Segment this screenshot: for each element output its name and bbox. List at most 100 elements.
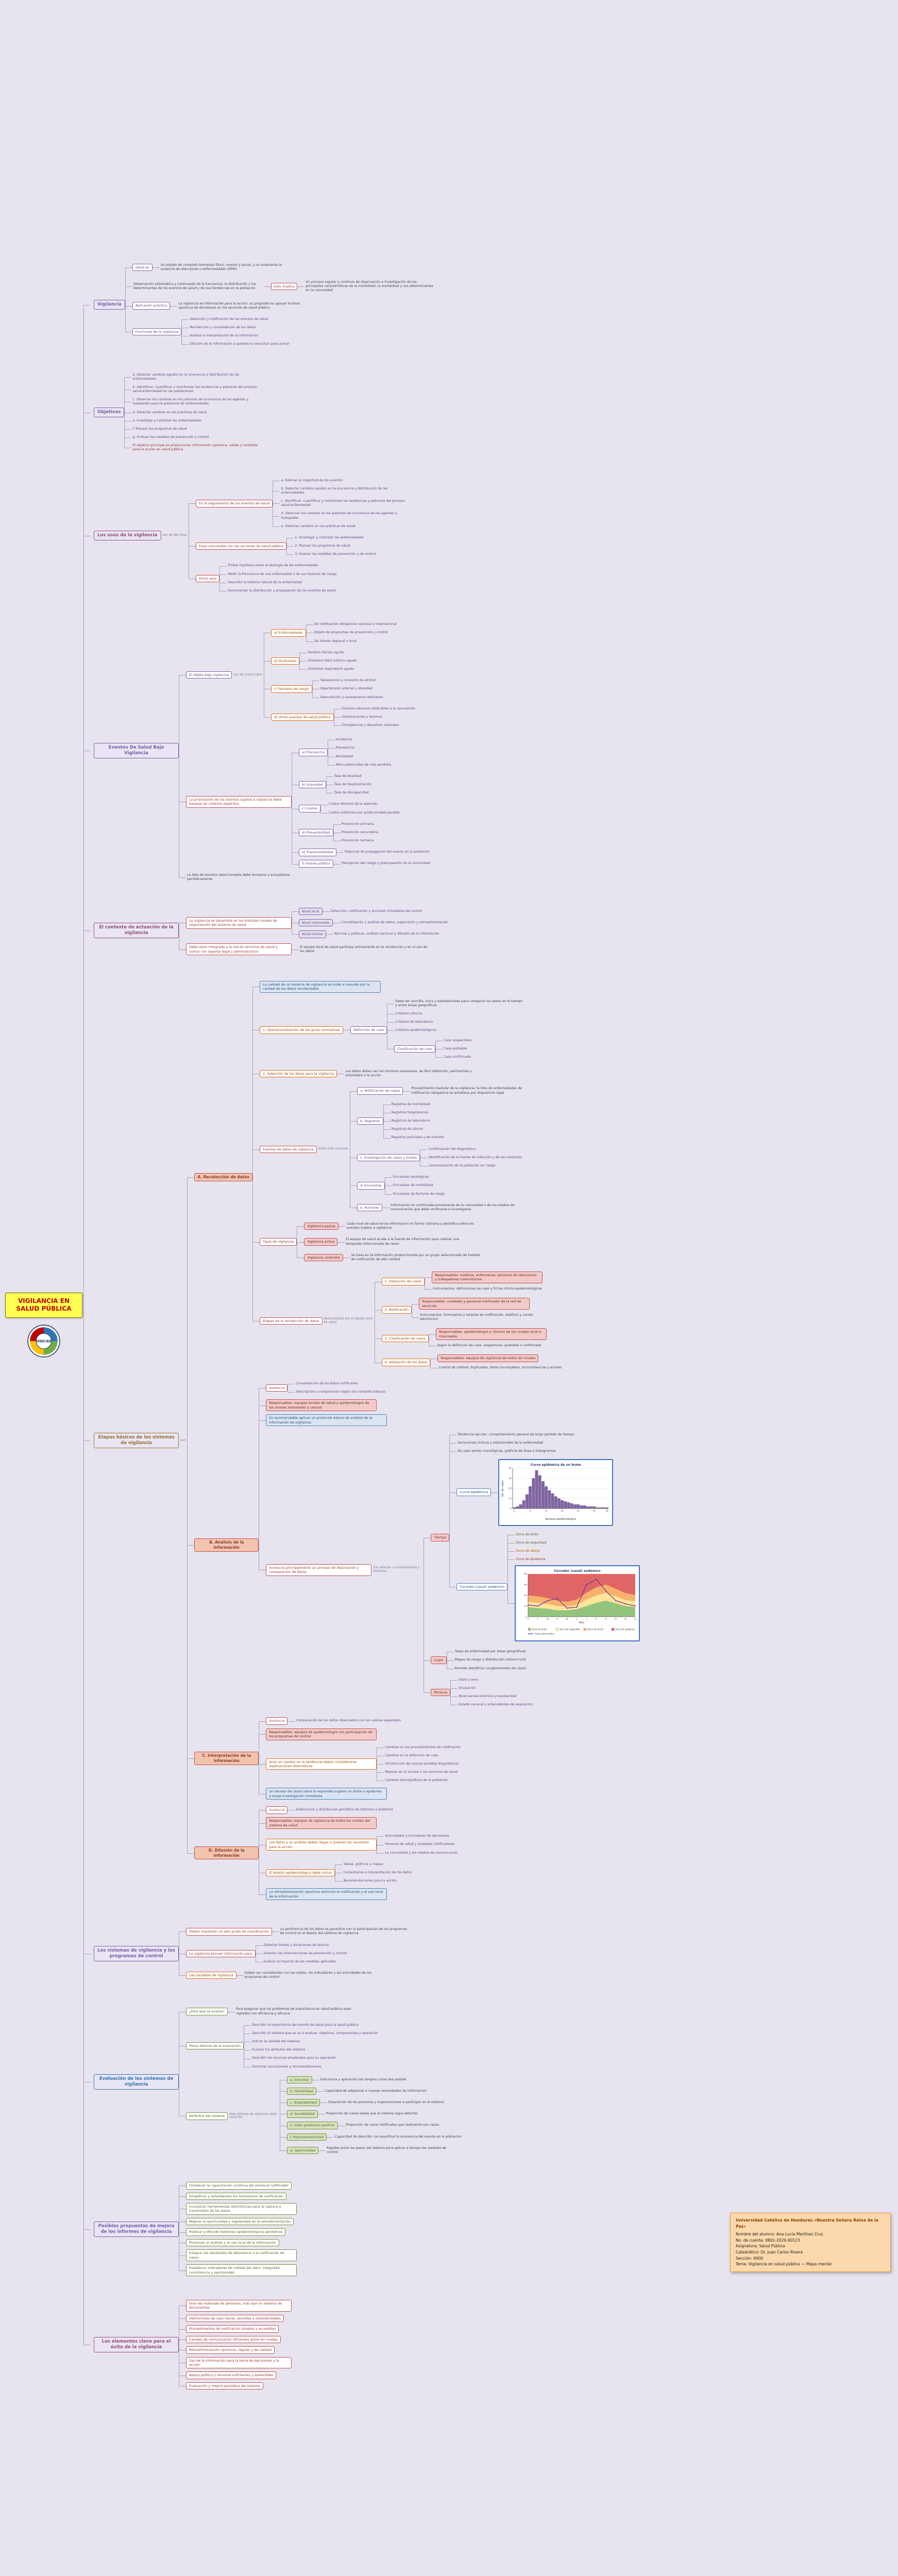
branch-evaluacion[interactable]: Evaluación de los sistemas de vigilancia bbox=[94, 2074, 179, 2090]
map-node[interactable]: Incorporar herramientas electrónicas par… bbox=[186, 2203, 297, 2215]
map-node[interactable]: Procedimientos de notificación simples y… bbox=[186, 2325, 279, 2333]
branch-contexto[interactable]: El contexto de actuación de la vigilanci… bbox=[94, 923, 179, 939]
branch-elementos-clave[interactable]: Los elementos clave para el éxito de la … bbox=[94, 2337, 179, 2353]
map-node[interactable]: Fuentes de datos de vigilancia bbox=[260, 1145, 317, 1153]
map-node[interactable]: Involucra bbox=[266, 1384, 288, 1392]
map-node[interactable]: Definiciones de caso claras, sencillas y… bbox=[186, 2314, 284, 2323]
map-node[interactable]: Vigilancia centinela bbox=[304, 1253, 343, 1262]
map-node[interactable]: Responsables: equipos de epidemiología c… bbox=[266, 1728, 377, 1740]
map-node[interactable]: Integrar los resultados de laboratorio a… bbox=[186, 2249, 297, 2262]
map-node[interactable]: Promover el análisis y el uso local de l… bbox=[186, 2239, 279, 2247]
map-node[interactable]: d. Sensibilidad bbox=[287, 2110, 318, 2118]
map-node[interactable]: Debe estar integrada a la red de servici… bbox=[186, 943, 292, 956]
map-node[interactable]: Tiempo bbox=[431, 1534, 450, 1541]
stage-recoleccion[interactable]: A. Recolección de datos bbox=[194, 1173, 253, 1181]
map-node[interactable]: 2. Notificación bbox=[381, 1306, 412, 1314]
author-note[interactable]: Universidad Católica de Honduras «Nuestr… bbox=[730, 2213, 891, 2272]
map-node[interactable]: La vigilancia se desarrolla en los disti… bbox=[186, 917, 292, 929]
branch-vigilancia[interactable]: Vigilancia bbox=[94, 300, 125, 310]
map-node[interactable]: d) Prevenibilidad bbox=[299, 828, 333, 837]
map-node[interactable]: d. Encuestas bbox=[357, 1182, 385, 1190]
map-node[interactable]: Responsables: epidemiólogos y clínicos d… bbox=[436, 1328, 547, 1341]
map-node[interactable]: Una red motivada de personas, más que un… bbox=[186, 2299, 292, 2312]
map-node[interactable]: e. Valor predictivo positivo bbox=[287, 2122, 338, 2129]
map-node[interactable]: Tipos de vigilancia bbox=[260, 1238, 297, 1246]
map-node[interactable]: 1. Operacionalización de las guías norma… bbox=[260, 1026, 343, 1034]
map-node[interactable]: c. Investigación de casos y brotes bbox=[357, 1154, 420, 1162]
map-node[interactable]: salud es bbox=[132, 263, 153, 272]
map-node[interactable]: Responsables: equipos de vigilancia de t… bbox=[266, 1817, 377, 1829]
map-node[interactable]: Responsables: equipos de vigilancia de t… bbox=[437, 1354, 539, 1362]
map-node[interactable]: g. Oportunidad bbox=[287, 2146, 319, 2155]
map-node[interactable]: Pasos básicos de la evaluación bbox=[186, 2042, 244, 2050]
branch-etapas[interactable]: Etapas básicas de los sistemas de vigila… bbox=[94, 1432, 179, 1449]
map-node[interactable]: Involucra bbox=[266, 1717, 288, 1725]
map-node[interactable]: Los datos y su análisis deben llegar a q… bbox=[266, 1839, 377, 1851]
map-node[interactable]: Un exceso de casos sobre lo esperado sug… bbox=[266, 1788, 387, 1800]
map-node[interactable]: a) Enfermedades bbox=[271, 629, 306, 637]
map-node[interactable]: Ante un cambio en la tendencia deben con… bbox=[266, 1758, 377, 1770]
map-node[interactable]: f. Representatividad bbox=[287, 2133, 327, 2141]
map-node[interactable]: Corredor (canal) endémico bbox=[456, 1583, 508, 1591]
map-node[interactable]: Clasificación de caso bbox=[394, 1045, 436, 1053]
map-node[interactable]: Retroalimentación oportuna, regular y de… bbox=[186, 2346, 275, 2354]
map-node[interactable]: El boletín epidemiológico debe incluir bbox=[266, 1869, 335, 1877]
map-node[interactable]: La retroalimentación oportuna estimula l… bbox=[266, 1888, 387, 1901]
map-node[interactable]: La calidad de un sistema de vigilancia s… bbox=[260, 980, 381, 993]
map-node[interactable]: Lugar bbox=[431, 1656, 447, 1664]
branch-usos[interactable]: Los usos de la vigilancia bbox=[94, 531, 161, 541]
map-node[interactable]: b. Flexibilidad bbox=[287, 2087, 317, 2095]
map-node[interactable]: 3. Clasificación de casos bbox=[381, 1334, 429, 1343]
map-node[interactable]: Deben mantener un alto grado de coordina… bbox=[186, 1928, 272, 1936]
map-node[interactable]: Establecer indicadores de calidad del da… bbox=[186, 2264, 297, 2276]
map-node[interactable]: Nivel local bbox=[299, 907, 323, 916]
map-node[interactable]: Etapas de la recolección de datos bbox=[260, 1317, 323, 1325]
map-node[interactable]: Esto implica bbox=[270, 283, 298, 291]
map-node[interactable]: Vigilancia pasiva bbox=[304, 1222, 338, 1230]
map-node[interactable]: Nivel intermedio bbox=[299, 919, 333, 927]
central-topic[interactable]: VIGILANCIA EN SALUD PÚBLICA bbox=[5, 1292, 82, 1318]
map-node[interactable]: e) Transmisibilidad bbox=[299, 849, 336, 856]
map-node[interactable]: Funciones de la vigilancia bbox=[132, 328, 182, 336]
map-node[interactable]: c. Aceptabilidad bbox=[287, 2098, 320, 2107]
map-node[interactable]: Uso de la información para la toma de de… bbox=[186, 2357, 292, 2369]
map-node[interactable]: La vigilancia provee información para bbox=[186, 1950, 256, 1958]
map-node[interactable]: Estar vinculados con las acciones de sal… bbox=[195, 543, 287, 550]
map-node[interactable]: Apoyo político y recursos suficientes y … bbox=[186, 2371, 277, 2379]
map-node[interactable]: b. Registros bbox=[357, 1117, 383, 1125]
map-node[interactable]: c) Costos bbox=[299, 805, 320, 812]
branch-eventos[interactable]: Eventos De Salud Bajo Vigilancia bbox=[94, 742, 179, 758]
map-node[interactable]: Involucra bbox=[266, 1806, 288, 1814]
branch-propuestas[interactable]: Posibles propuestas de mejora de los inf… bbox=[94, 2221, 179, 2237]
map-node[interactable]: Curva epidémica bbox=[456, 1488, 492, 1496]
map-node[interactable]: Atributos del sistema bbox=[186, 2112, 228, 2120]
map-node[interactable]: La priorización de los eventos sujetos a… bbox=[186, 796, 292, 808]
branch-objetivos[interactable]: Objetivos bbox=[94, 408, 125, 418]
stage-analisis[interactable]: B. Análisis de la información bbox=[194, 1538, 259, 1552]
branch-sistemas-programas[interactable]: Los sistemas de vigilancia y los program… bbox=[94, 1945, 179, 1961]
map-node[interactable]: Responsables: equipos locales de salud y… bbox=[266, 1399, 377, 1412]
map-node[interactable]: Las variables de vigilancia bbox=[186, 1972, 236, 1979]
map-node[interactable]: a) Frecuencia bbox=[299, 749, 328, 756]
map-node[interactable]: Responsables: unidades y personal notifi… bbox=[419, 1298, 530, 1310]
map-node[interactable]: En el seguimiento de los eventos de salu… bbox=[195, 500, 273, 507]
map-node[interactable]: b) Gravedad bbox=[299, 781, 326, 789]
map-node[interactable]: c) Factores de riesgo bbox=[271, 685, 312, 693]
map-node[interactable]: El objeto bajo vigilancia bbox=[186, 671, 232, 679]
map-node[interactable]: Canales de comunicación eficientes entre… bbox=[186, 2335, 281, 2344]
map-node[interactable]: Evaluación y mejora periódica del sistem… bbox=[186, 2382, 263, 2390]
map-node[interactable]: Simplificar y estandarizar los formulari… bbox=[186, 2192, 287, 2200]
map-node[interactable]: 2. Selección de los datos para la vigila… bbox=[260, 1070, 337, 1078]
map-node[interactable]: Nivel central bbox=[299, 930, 327, 938]
map-node[interactable]: e. Rumores bbox=[357, 1204, 382, 1212]
map-node[interactable]: Fortalecer la capacitación continua del … bbox=[186, 2182, 292, 2190]
map-node[interactable]: Otros usos bbox=[195, 574, 220, 583]
map-node[interactable]: a. Notificación de casos bbox=[357, 1087, 403, 1095]
map-node[interactable]: Persona bbox=[431, 1688, 451, 1697]
map-node[interactable]: d) Otros eventos de salud pública bbox=[271, 713, 334, 721]
map-node[interactable]: Involucra principalmente un proceso de d… bbox=[266, 1564, 372, 1576]
map-node[interactable]: 4. Validación de los datos bbox=[381, 1359, 431, 1366]
map-node[interactable]: Mejorar la oportunidad y regularidad de … bbox=[186, 2217, 294, 2226]
stage-difusion[interactable]: D. Difusión de la información bbox=[194, 1846, 259, 1860]
map-node[interactable]: Es recomendable aplicar un protocolo bás… bbox=[266, 1414, 387, 1427]
